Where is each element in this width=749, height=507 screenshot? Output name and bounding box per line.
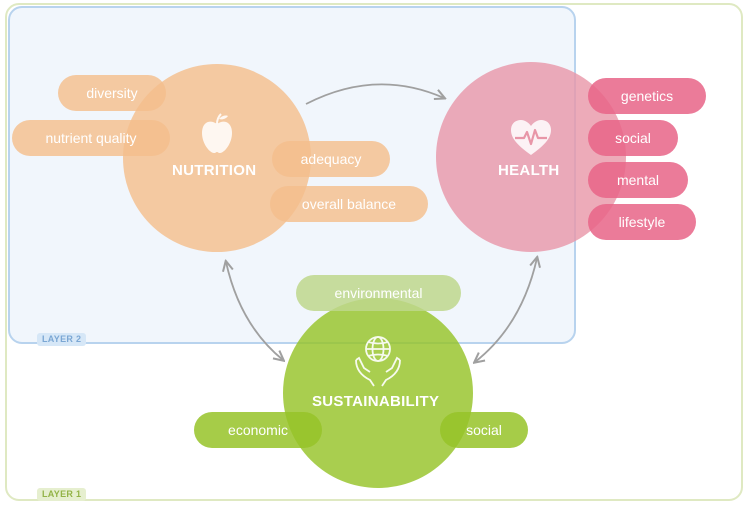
sustainability-tag-economic: economic [194, 412, 322, 448]
arrow-nutrition-sustainability [226, 262, 283, 360]
globe-in-hands-icon [355, 336, 401, 387]
health-title: HEALTH [498, 162, 560, 179]
arrow-nutrition-to-health [305, 83, 444, 105]
sustainability-tag-social: social [440, 412, 528, 448]
nutrition-tag-adequacy: adequacy [272, 141, 390, 177]
sustainability-circle [283, 298, 473, 488]
health-tag-mental: mental [588, 162, 688, 198]
layer-1-frame [5, 3, 743, 501]
layer-2-label: LAYER 2 [37, 333, 87, 346]
nutrition-title: NUTRITION [172, 162, 257, 179]
health-tag-social: social [588, 120, 678, 156]
apple-icon [202, 113, 232, 153]
heart-pulse-icon [511, 120, 551, 155]
nutrition-tag-overall-balance: overall balance [270, 186, 428, 222]
nutrition-tag-diversity: diversity [58, 75, 166, 111]
arrow-health-sustainability [475, 258, 537, 362]
sustainability-tag-environmental: environmental [296, 275, 461, 311]
sustainability-title: SUSTAINABILITY [312, 393, 440, 410]
layer-1-label: LAYER 1 [37, 488, 87, 501]
nutrition-tag-nutrient-quality: nutrient quality [12, 120, 170, 156]
health-tag-genetics: genetics [588, 78, 706, 114]
health-tag-lifestyle: lifestyle [588, 204, 696, 240]
